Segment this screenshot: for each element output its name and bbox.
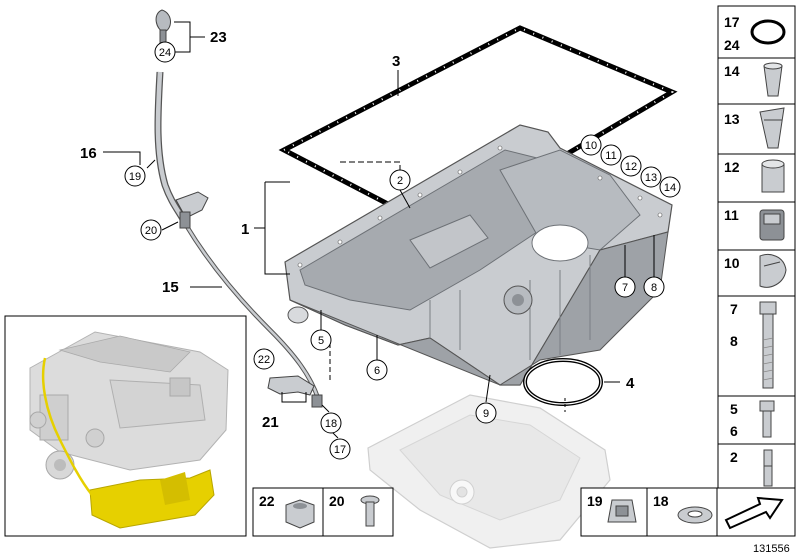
hex-nut-icon [285,499,315,529]
callout-10: 10 [580,134,602,156]
callout-11: 11 [600,144,622,166]
bottom-parts-row-right: 19 18 [580,487,796,537]
svg-text:9: 9 [483,408,489,420]
callout-7: 7 [614,276,636,298]
callout-12: 12 [620,155,642,177]
svg-text:5: 5 [730,401,738,417]
leader-lines [103,21,655,439]
callout-5: 5 [310,329,332,351]
svg-text:5: 5 [318,335,324,347]
svg-text:18: 18 [653,493,669,509]
label-23: 23 [210,29,227,46]
callout-17: 17 [329,438,351,460]
screw-icon [360,495,380,527]
arrow-box[interactable] [716,487,796,537]
label-4: 4 [626,375,635,392]
callout-9: 9 [475,402,497,424]
oil-pan-lower-cover [367,394,611,549]
callout-6: 6 [366,359,388,381]
svg-text:12: 12 [724,159,740,175]
svg-text:20: 20 [329,493,345,509]
callout-8: 8 [643,276,665,298]
svg-text:12: 12 [625,161,637,173]
svg-text:14: 14 [664,182,676,194]
callout-20: 20 [140,219,162,241]
label-15: 15 [162,279,179,296]
o-ring-4 [523,358,603,406]
sidebar-item-14[interactable]: 14 [717,57,796,105]
guide-tube-icon [759,107,785,149]
parts-sidebar: 17 24 14 13 12 [717,5,796,493]
sidebar-item-10[interactable]: 10 [717,249,796,297]
svg-text:14: 14 [724,63,740,79]
engine-inset [4,315,247,537]
callout-24: 24 [154,41,176,63]
pipe-sleeve-icon [763,62,783,97]
svg-text:24: 24 [159,47,171,59]
svg-text:19: 19 [587,493,603,509]
label-21: 21 [262,414,279,431]
cap-icon [759,254,787,288]
bottom-item-20[interactable]: 20 [322,487,394,537]
label-3: 3 [392,53,400,70]
bottom-item-18[interactable]: 18 [646,487,718,537]
arrow-icon [724,496,784,530]
svg-text:13: 13 [645,172,657,184]
engine-block-icon [29,331,229,529]
callout-2: 2 [389,169,411,191]
callout-18: 18 [320,412,342,434]
svg-text:10: 10 [585,140,597,152]
oil-pan [284,124,673,386]
sidebar-item-13[interactable]: 13 [717,103,796,155]
sensor-plug-icon [759,209,785,241]
svg-text:13: 13 [724,111,740,127]
label-1: 1 [241,221,249,238]
bottom-item-22[interactable]: 22 [252,487,324,537]
callout-19: 19 [124,165,146,187]
callout-13: 13 [640,166,662,188]
svg-text:11: 11 [605,150,616,162]
o-ring-icon [750,19,786,45]
svg-text:6: 6 [374,365,380,377]
bushing-icon [761,159,785,193]
svg-text:22: 22 [259,493,275,509]
sidebar-item-12[interactable]: 12 [717,153,796,203]
svg-text:19: 19 [129,171,141,183]
svg-text:22: 22 [258,354,270,366]
washer-icon [677,506,713,524]
svg-text:2: 2 [730,449,738,465]
svg-text:18: 18 [325,418,337,430]
svg-text:7: 7 [622,282,628,294]
svg-text:8: 8 [730,333,738,349]
svg-text:11: 11 [724,207,739,223]
callout-22: 22 [253,348,275,370]
callout-14: 14 [659,176,681,198]
dipstick-assembly [154,9,323,408]
svg-text:24: 24 [724,37,740,53]
sidebar-item-11[interactable]: 11 [717,201,796,251]
svg-text:8: 8 [651,282,657,294]
bottom-parts-row-left: 22 20 [252,487,394,537]
bottom-item-19[interactable]: 19 [580,487,648,537]
svg-text:7: 7 [730,301,738,317]
svg-text:10: 10 [724,255,740,271]
label-16: 16 [80,145,97,162]
sidebar-item-5-6[interactable]: 5 6 [717,395,796,445]
clip-icon [607,499,637,523]
long-bolt-icon [759,301,777,389]
svg-text:17: 17 [724,14,740,30]
sidebar-item-7-8[interactable]: 7 8 [717,295,796,397]
short-bolt-icon [759,400,775,438]
sidebar-item-2[interactable]: 2 [717,443,796,493]
stud-icon [763,449,773,487]
svg-text:17: 17 [334,444,346,456]
sidebar-item-17-24[interactable]: 17 24 [717,5,796,59]
svg-text:20: 20 [145,225,157,237]
bracket-21 [267,375,315,396]
svg-text:6: 6 [730,423,738,439]
svg-text:2: 2 [397,175,403,187]
diagram-id: 131556 [753,543,790,555]
